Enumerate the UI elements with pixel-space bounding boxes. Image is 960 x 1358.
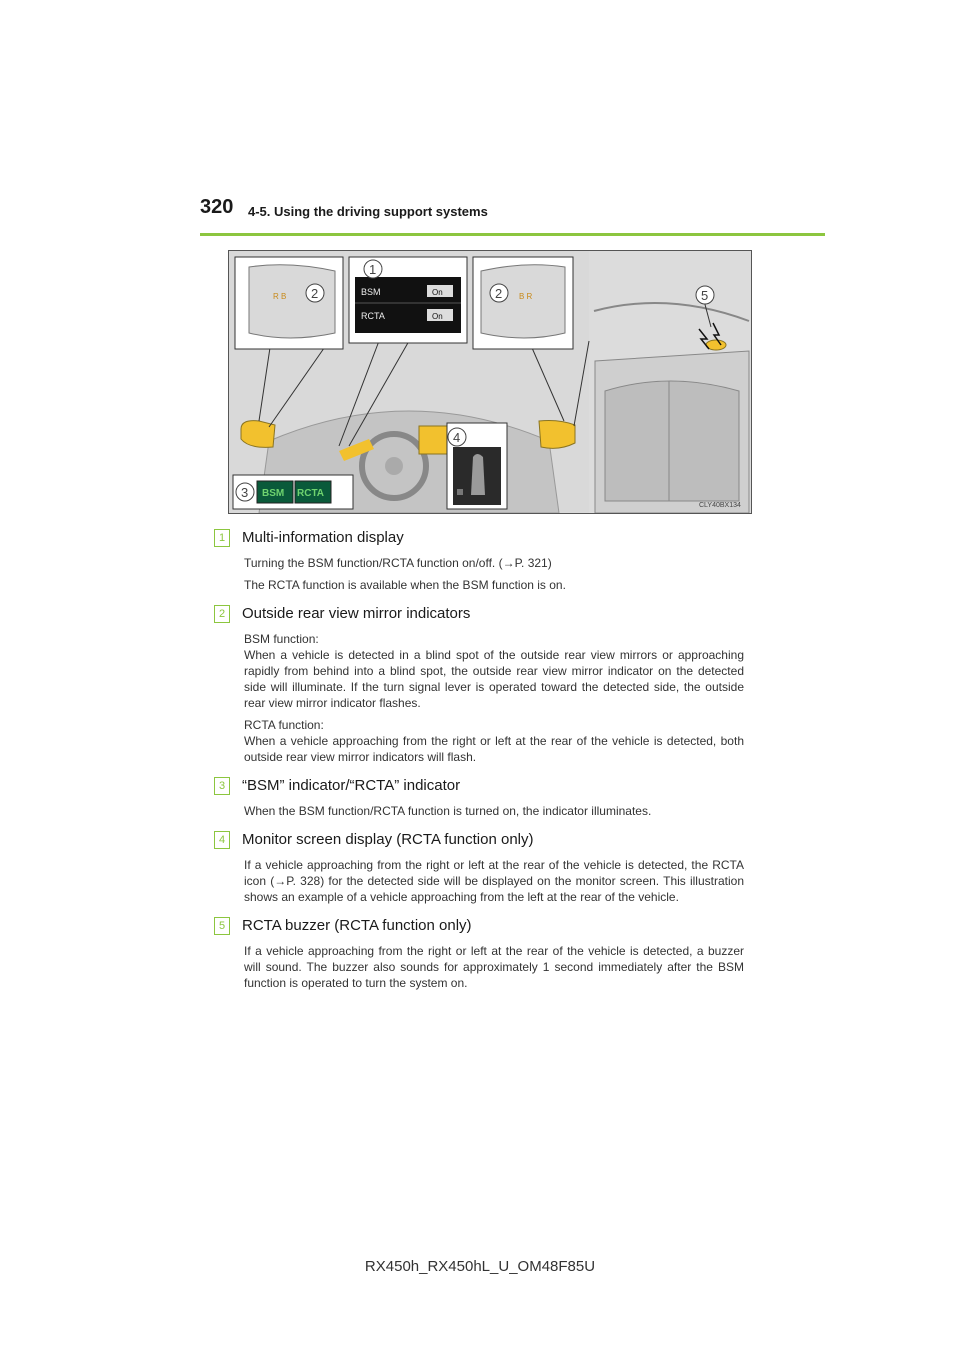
- item-body: When the BSM function/RCTA function is t…: [244, 803, 744, 819]
- rcta-indicator: RCTA: [297, 488, 324, 499]
- item-paragraph: The RCTA function is available when the …: [244, 578, 566, 592]
- item-paragraph: When a vehicle approaching from the righ…: [244, 734, 744, 764]
- item-number: 2: [214, 605, 230, 623]
- item-paragraph: Turning the BSM function/RCTA function o…: [244, 556, 552, 570]
- item-title: RCTA buzzer (RCTA function only): [242, 917, 472, 934]
- item-paragraph: When a vehicle is detected in a blind sp…: [244, 648, 744, 710]
- figure-code: CLY40BX134: [699, 502, 741, 509]
- footer-model-code: RX450h_RX450hL_U_OM48F85U: [364, 1258, 596, 1275]
- item-title: Multi-information display: [242, 529, 404, 546]
- bsm-illustration: R B BSM On RCTA On B R BSM RCTA: [228, 250, 752, 514]
- page-header: 320 4-5. Using the driving support syste…: [200, 196, 825, 236]
- item-paragraph: BSM function:: [244, 632, 319, 646]
- buzzer-sound-icon: [698, 328, 710, 350]
- section-title: 4-5. Using the driving support systems: [248, 204, 488, 219]
- page-number: 320: [200, 196, 234, 218]
- list-item: 4 Monitor screen display (RCTA function o…: [214, 829, 744, 905]
- callout-3: 3: [241, 485, 248, 500]
- item-paragraph: When the BSM function/RCTA function is t…: [244, 804, 652, 818]
- callout-2-left: 2: [311, 286, 318, 301]
- callout-5: 5: [701, 288, 708, 303]
- callout-2-right: 2: [495, 286, 502, 301]
- monitor-car-icon: [471, 454, 485, 495]
- item-body: If a vehicle approaching from the right …: [244, 857, 744, 905]
- display-row-bsm-label: BSM: [361, 287, 381, 297]
- item-title: Outside rear view mirror indicators: [242, 605, 471, 622]
- item-body: BSM function: When a vehicle is detected …: [244, 631, 744, 765]
- item-paragraph: RCTA function:: [244, 718, 324, 732]
- item-body: If a vehicle approaching from the right …: [244, 943, 744, 991]
- bsm-indicator: BSM: [262, 488, 284, 499]
- item-paragraph: If a vehicle approaching from the right …: [244, 944, 744, 990]
- item-paragraph: If a vehicle approaching from the right …: [244, 858, 744, 904]
- right-mirror-indicator-icon: B R: [519, 292, 533, 301]
- display-row-bsm-value: On: [432, 288, 443, 297]
- item-body: Turning the BSM function/RCTA function o…: [244, 555, 744, 593]
- item-title: Monitor screen display (RCTA function on…: [242, 831, 534, 848]
- display-row-rcta-value: On: [432, 312, 443, 321]
- item-number: 1: [214, 529, 230, 547]
- callout-4: 4: [453, 430, 460, 445]
- left-mirror-indicator-icon: R B: [273, 292, 286, 301]
- left-mirror-small: [240, 420, 276, 448]
- callout-1: 1: [369, 262, 376, 277]
- item-title: “BSM” indicator/“RCTA” indicator: [242, 777, 461, 794]
- right-mirror-small: [538, 420, 576, 449]
- item-number: 3: [214, 777, 230, 795]
- item-number: 5: [214, 917, 230, 935]
- display-row-rcta-label: RCTA: [361, 311, 385, 321]
- item-number: 4: [214, 831, 230, 849]
- header-rule: [200, 233, 825, 236]
- list-item: 5 RCTA buzzer (RCTA function only) If a ve…: [214, 915, 744, 991]
